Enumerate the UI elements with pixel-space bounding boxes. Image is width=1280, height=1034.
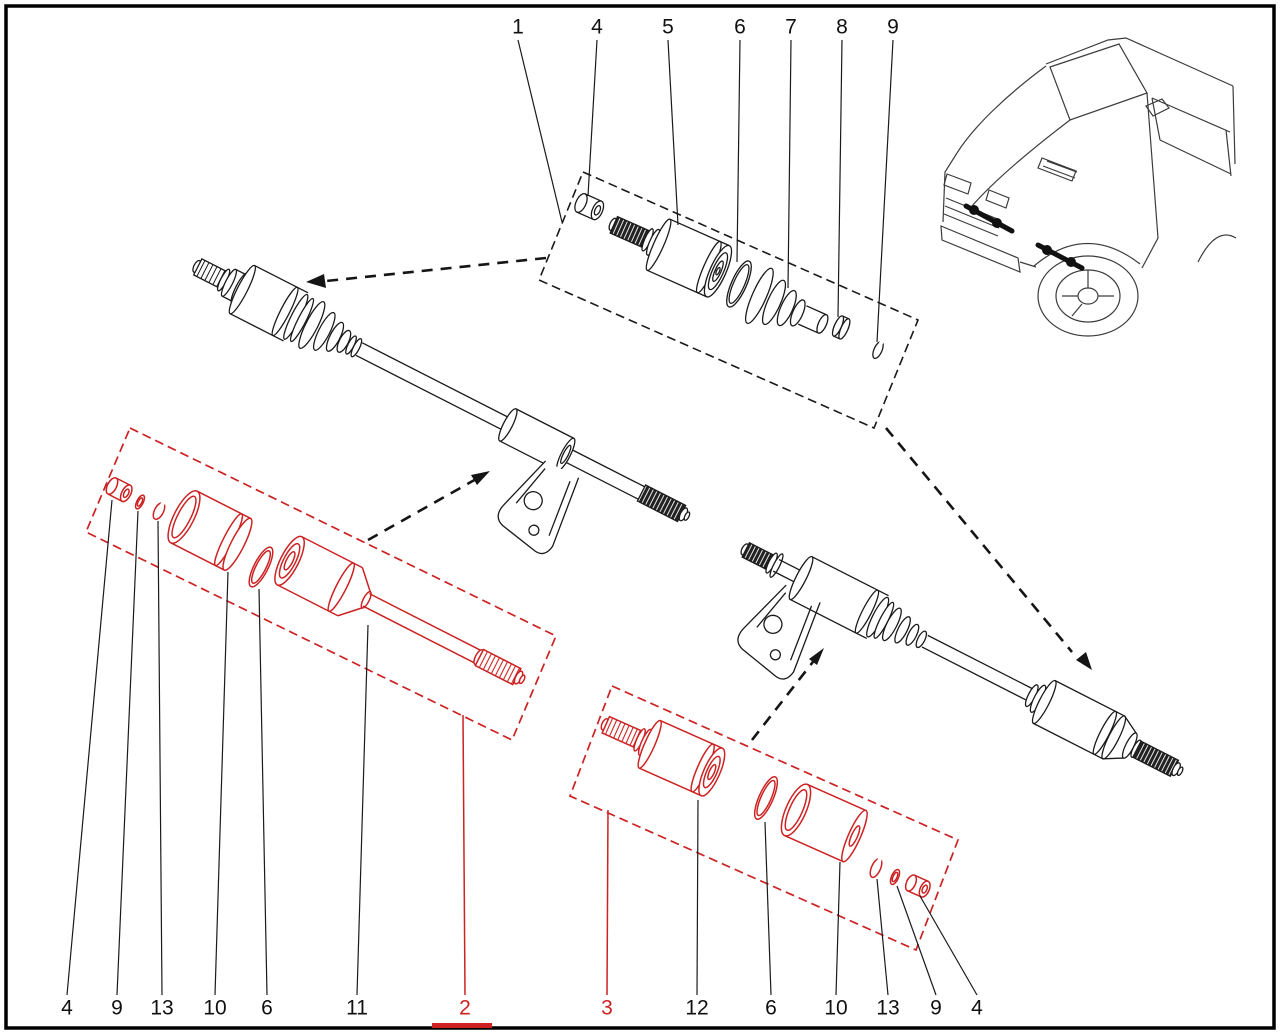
callout-label-12: 12 — [685, 996, 709, 1020]
boot-clamp-small — [831, 315, 851, 340]
leader-line-6 — [736, 39, 741, 263]
callout-label-8: 8 — [836, 15, 848, 39]
callout-label-13: 13 — [876, 996, 900, 1020]
leader-line-4 — [66, 499, 113, 996]
callout-label-10: 10 — [824, 996, 848, 1020]
callout-label-13: 13 — [150, 996, 174, 1020]
leader-line-4 — [919, 895, 978, 996]
leader-line-6 — [258, 588, 268, 996]
callout-label-4: 4 — [591, 15, 603, 39]
footer-red-underline — [432, 1023, 492, 1028]
leader-line-9 — [116, 510, 139, 996]
leader-line-6 — [764, 821, 772, 996]
explode-arrow-from-left-group — [367, 471, 490, 542]
intermediate-bearing-bracket — [497, 460, 580, 555]
vehicle-illustration — [940, 37, 1237, 337]
explode-arrow-from-right-group — [750, 648, 824, 741]
callout-label-6: 6 — [734, 15, 746, 39]
leader-line-10 — [214, 571, 229, 996]
callout-label-11: 11 — [346, 996, 368, 1020]
joint-nut — [904, 874, 931, 898]
leader-line-7 — [787, 39, 792, 289]
callout-label-9: 9 — [887, 15, 899, 39]
callout-label-5: 5 — [662, 15, 674, 39]
washer — [889, 868, 901, 886]
callout-label-6: 6 — [261, 996, 273, 1020]
outer-joint-exploded-group — [574, 192, 885, 360]
leader-line-3 — [606, 809, 609, 996]
right-inner-joint-exploded-group — [600, 715, 931, 898]
inner-cv-joint-with-shaft — [274, 535, 526, 686]
spacer-ring — [726, 260, 752, 308]
retaining-ring — [753, 776, 779, 820]
leader-line-5 — [667, 39, 679, 226]
circlip — [152, 500, 166, 521]
washer — [134, 494, 146, 510]
callout-label-10: 10 — [203, 996, 227, 1020]
leader-line-9 — [876, 39, 894, 343]
callout-label-9: 9 — [111, 996, 123, 1020]
right-driveshaft-assembly — [737, 541, 1184, 778]
explode-arrow-to-left-shaft — [306, 256, 547, 288]
leader-line-2 — [462, 714, 466, 996]
circlip — [869, 856, 883, 879]
right-inner-joint-group-outline — [568, 684, 960, 952]
leader-line-9 — [896, 885, 937, 996]
joint-housing-cup — [167, 490, 253, 571]
left-inner-joint-group-outline — [84, 426, 558, 742]
retaining-ring — [248, 546, 274, 588]
vehicle-highlighted-driveshafts — [963, 203, 1085, 271]
boot-clamp-ring — [872, 339, 885, 360]
leader-line-13 — [157, 520, 163, 996]
callout-label-1: 1 — [512, 15, 524, 39]
leader-line-8 — [837, 39, 843, 318]
leader-line-13 — [876, 878, 889, 996]
joint-housing-cup — [780, 783, 868, 863]
callout-label-6: 6 — [765, 996, 777, 1020]
leader-line-10 — [835, 861, 841, 996]
callout-label-4: 4 — [61, 996, 73, 1020]
leader-line-4 — [587, 39, 598, 197]
callout-label-4: 4 — [971, 996, 983, 1020]
hub-nut — [574, 192, 605, 221]
left-driveshaft-assembly — [192, 258, 691, 555]
leader-line-1 — [517, 39, 563, 223]
cv-boot — [744, 267, 829, 334]
callout-label-7: 7 — [785, 15, 797, 39]
explode-arrow-to-right-shaft — [884, 427, 1092, 670]
joint-nut — [105, 476, 133, 503]
leader-line-11 — [356, 624, 369, 996]
stub-shaft-joint — [600, 715, 726, 797]
callout-label-9: 9 — [930, 996, 942, 1020]
page-border — [4, 4, 1276, 1030]
outer-cv-joint — [608, 215, 733, 298]
intermediate-bearing-bracket — [737, 584, 821, 680]
left-inner-joint-exploded-group — [105, 476, 526, 686]
leader-line-12 — [696, 799, 699, 996]
callout-label-2: 2 — [459, 996, 471, 1020]
callout-label-3: 3 — [601, 996, 613, 1020]
outer-joint-group-outline — [537, 170, 920, 430]
